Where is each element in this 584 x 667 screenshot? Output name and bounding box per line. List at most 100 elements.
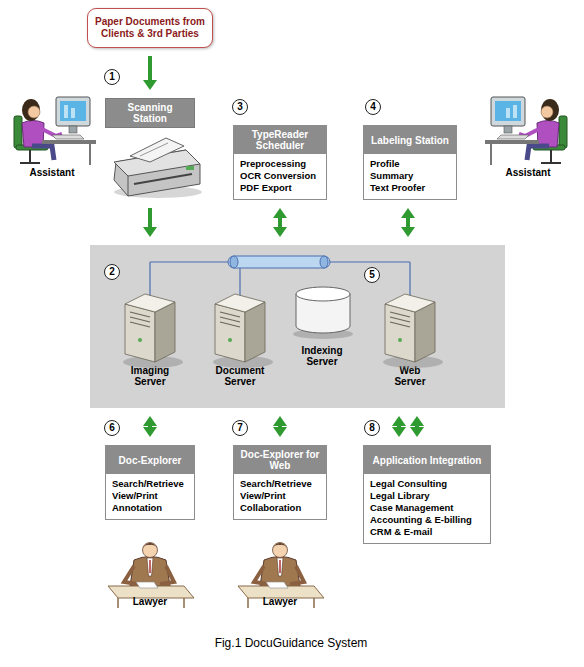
- server-node: Indexing Server: [290, 285, 354, 367]
- callout-number: 6: [104, 420, 120, 436]
- server-label: Indexing Server: [290, 345, 354, 367]
- function-item: Preprocessing: [240, 158, 321, 170]
- callout-number: 8: [364, 420, 380, 436]
- function-item: View/Print: [240, 490, 321, 502]
- function-item: CRM & E-mail: [370, 526, 485, 538]
- figure-caption: Fig.1 DocuGuidance System: [215, 636, 368, 650]
- function-item: Legal Consulting: [370, 478, 485, 490]
- function-item: View/Print: [112, 490, 189, 502]
- scanner-illustration: [114, 150, 200, 176]
- station-box: Scanning Station: [105, 98, 195, 200]
- box-body: ProfileSummaryText Proofer: [364, 154, 456, 199]
- arrow-shaft: [415, 425, 419, 428]
- scanner-illustration: [114, 186, 202, 198]
- box-header: Doc-Explorer for Web: [234, 446, 326, 474]
- server-node: Document Server: [208, 285, 272, 387]
- function-item: Annotation: [112, 502, 189, 514]
- callout-number: 1: [104, 69, 120, 85]
- server-node: Web Server: [386, 285, 434, 387]
- arrow-head: [143, 427, 157, 437]
- header-text: Labeling Station: [371, 135, 449, 146]
- flow-arrow: [143, 416, 157, 437]
- scanner-illustration: [140, 143, 168, 156]
- figure-label: Lawyer: [263, 596, 297, 608]
- flow-arrow: [410, 416, 424, 437]
- arrow-head: [273, 427, 287, 437]
- function-item: PDF Export: [240, 182, 321, 194]
- arrow-head: [392, 416, 406, 426]
- function-item: OCR Conversion: [240, 170, 321, 182]
- arrow-head: [273, 416, 287, 426]
- source-box: Paper Documents from Clients & 3rd Parti…: [87, 8, 213, 48]
- server-label: Document Server: [208, 365, 272, 387]
- server-label: Imaging Server: [118, 365, 182, 387]
- box-body: Legal ConsultingLegal LibraryCase Manage…: [364, 474, 490, 543]
- scanner-illustration: [134, 174, 192, 184]
- box-header: TypeReader Scheduler: [234, 126, 326, 154]
- arrow-shaft: [278, 425, 282, 428]
- arrow-head: [273, 227, 287, 237]
- client-box: Doc-Explorer for WebSearch/RetrieveView/…: [233, 445, 327, 520]
- function-item: Search/Retrieve: [112, 478, 189, 490]
- header-text: Scanning Station: [110, 102, 190, 124]
- lawyer-illustration: [238, 543, 324, 609]
- arrow-head: [143, 80, 157, 90]
- scanner-illustration: [128, 176, 129, 196]
- figure-label: Assistant: [505, 167, 550, 179]
- arrow-head: [401, 227, 415, 237]
- scanner-illustration: [186, 166, 194, 170]
- figure-label: Lawyer: [133, 596, 167, 608]
- box-body: PreprocessingOCR ConversionPDF Export: [234, 154, 326, 199]
- flow-arrow: [143, 56, 157, 90]
- arrow-shaft: [148, 208, 152, 228]
- scanner-illustration: [130, 138, 184, 162]
- module-box: Labeling StationProfileSummaryText Proof…: [363, 125, 457, 200]
- arrow-shaft: [148, 425, 152, 428]
- arrow-head: [392, 427, 406, 437]
- callout-number: 3: [232, 99, 248, 115]
- box-header: Labeling Station: [364, 126, 456, 154]
- server-node: Imaging Server: [118, 285, 182, 387]
- box-body: Search/RetrieveView/PrintCollaboration: [234, 474, 326, 519]
- header-text: Doc-Explorer: [119, 455, 182, 466]
- arrow-head: [273, 208, 287, 218]
- function-item: Text Proofer: [370, 182, 451, 194]
- callout-number: 5: [364, 267, 380, 283]
- figure-label: Assistant: [29, 167, 74, 179]
- function-item: Collaboration: [240, 502, 321, 514]
- lawyer-illustration: [108, 543, 194, 609]
- callout-number: 7: [232, 420, 248, 436]
- assistant-illustration: [485, 97, 567, 165]
- box-body: Search/RetrieveView/PrintAnnotation: [106, 474, 194, 519]
- arrow-head: [401, 208, 415, 218]
- callout-number: 2: [104, 264, 120, 280]
- arrow-shaft: [397, 425, 401, 428]
- function-item: Search/Retrieve: [240, 478, 321, 490]
- arrow-shaft: [148, 56, 152, 81]
- client-box: Application IntegrationLegal ConsultingL…: [363, 445, 491, 544]
- arrow-shaft: [406, 217, 410, 228]
- server-band: 2 5Imaging Server Document Server Indexing …: [90, 245, 505, 408]
- flow-arrow: [273, 208, 287, 237]
- arrow-head: [410, 416, 424, 426]
- box-header: Application Integration: [364, 446, 490, 474]
- source-text: Paper Documents from Clients & 3rd Parti…: [93, 16, 207, 40]
- header-text: Application Integration: [373, 455, 482, 466]
- callout-number: 4: [365, 99, 381, 115]
- flow-arrow: [143, 208, 157, 237]
- arrow-head: [410, 427, 424, 437]
- function-item: Summary: [370, 170, 451, 182]
- arrow-head: [143, 227, 157, 237]
- box-header: Scanning Station: [105, 98, 195, 128]
- function-item: Case Management: [370, 502, 485, 514]
- assistant-illustration: [14, 97, 96, 165]
- box-header: Doc-Explorer: [106, 446, 194, 474]
- module-box: TypeReader SchedulerPreprocessingOCR Con…: [233, 125, 327, 200]
- function-item: Accounting & E-billing: [370, 514, 485, 526]
- arrow-shaft: [278, 217, 282, 228]
- header-text: Doc-Explorer for Web: [238, 449, 322, 471]
- function-item: Profile: [370, 158, 451, 170]
- header-text: TypeReader Scheduler: [238, 129, 322, 151]
- flow-arrow: [273, 416, 287, 437]
